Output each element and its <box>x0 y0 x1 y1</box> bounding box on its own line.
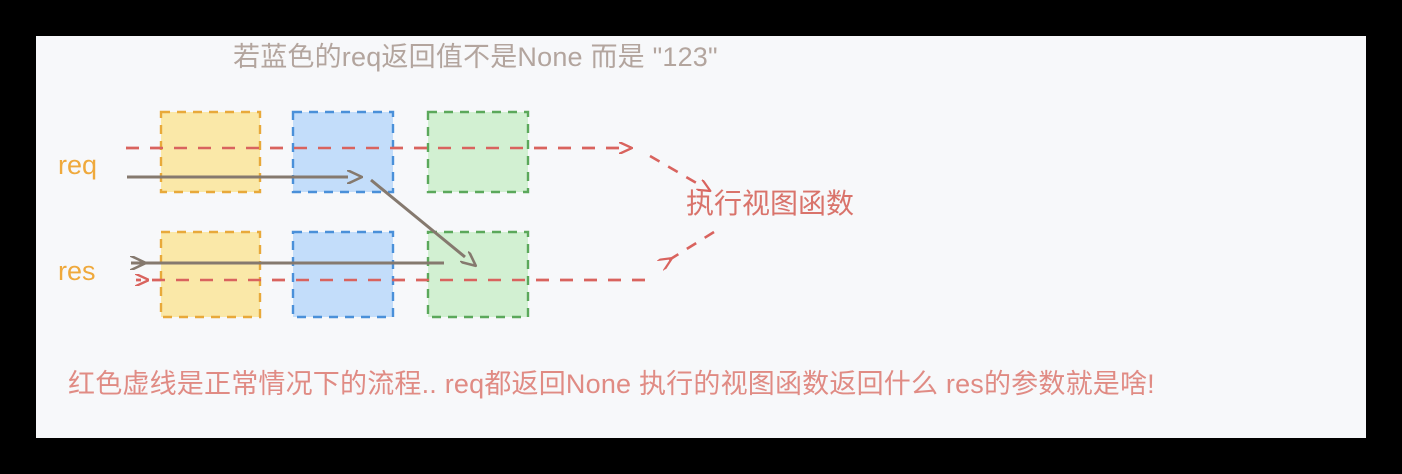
middleware-box-res-3 <box>426 230 530 319</box>
middleware-box-req-1 <box>159 110 262 194</box>
short-circuit-diagonal-arrow <box>370 178 465 257</box>
middleware-box-req-3 <box>426 110 530 194</box>
diagram-title: 若蓝色的req返回值不是None 而是 "123" <box>233 42 718 72</box>
to-view-function-arrow <box>649 154 700 185</box>
lane-label-res: res <box>58 256 96 286</box>
diagram-caption: 红色虚线是正常情况下的流程.. req都返回None 执行的视图函数返回什么 r… <box>68 369 1155 399</box>
middleware-box-res-2 <box>291 230 395 319</box>
middleware-box-res-1 <box>159 230 262 319</box>
view-function-annotation: 执行视图函数 <box>686 188 855 219</box>
from-view-function-arrow <box>661 230 715 265</box>
lane-label-req: req <box>58 150 98 180</box>
middleware-box-req-2 <box>291 110 395 194</box>
